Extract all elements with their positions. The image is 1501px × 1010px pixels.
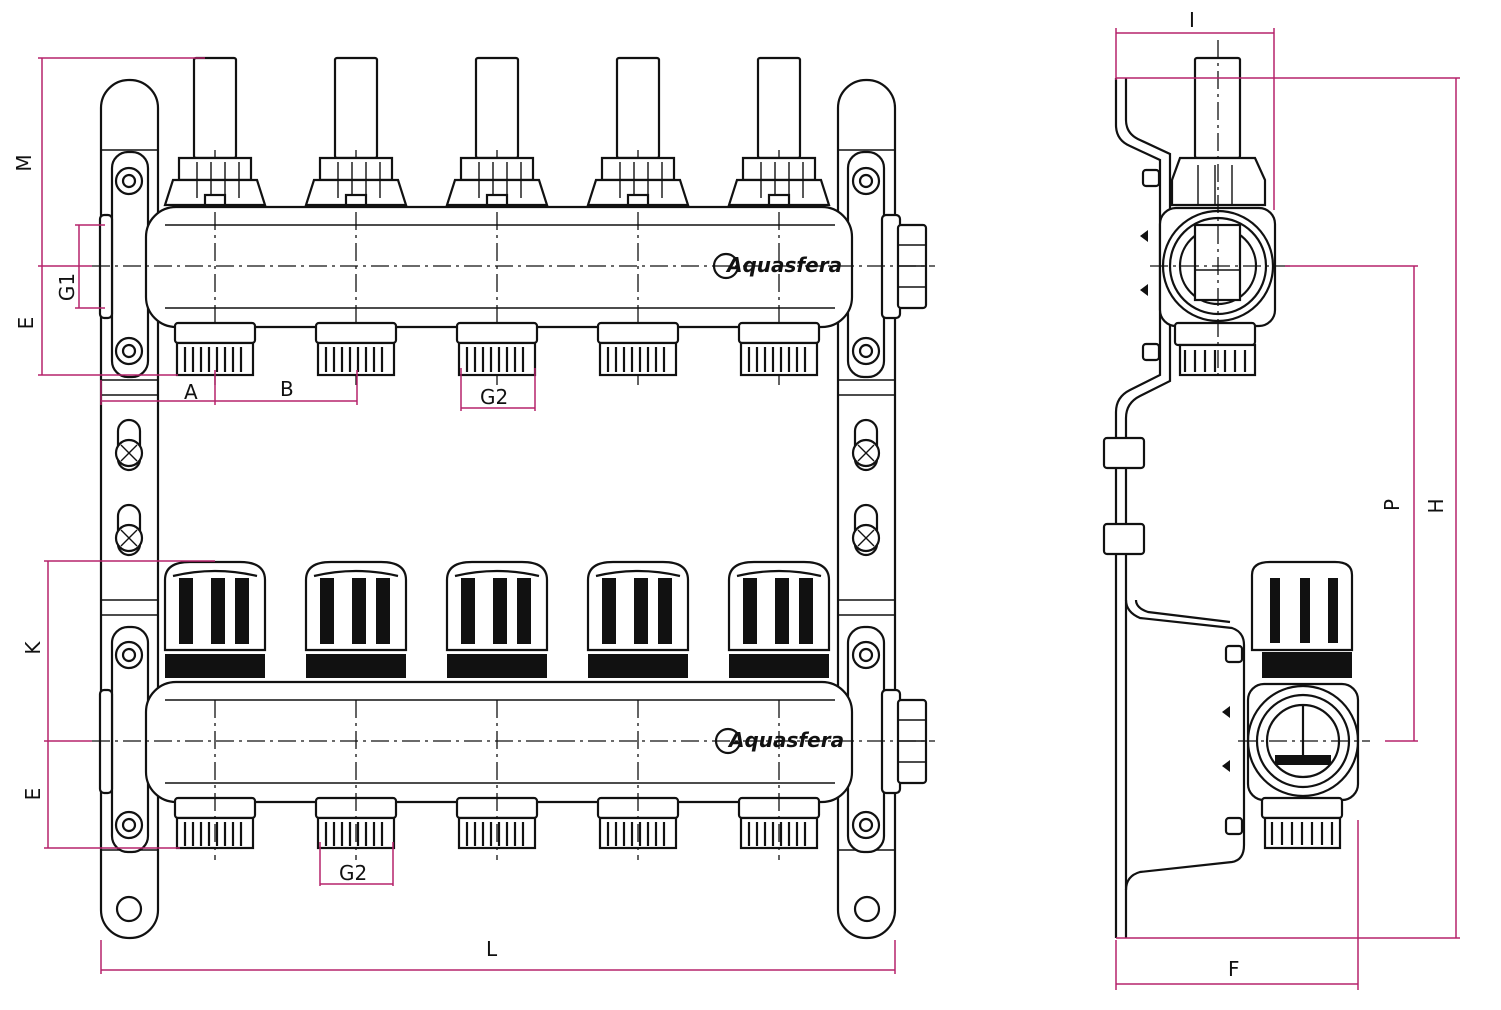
label-g1: G1	[55, 273, 79, 301]
top-connector-nut	[737, 321, 821, 345]
flow-meter-nut	[600, 156, 676, 182]
flow-meter-nut	[318, 156, 394, 182]
actuator-collar	[447, 654, 547, 678]
label-e-bottom: E	[21, 788, 45, 801]
svg-text:Aquasfera: Aquasfera	[725, 253, 842, 277]
top-connector-nut	[314, 321, 398, 345]
flow-meter-nut	[459, 156, 535, 182]
label-k: K	[21, 641, 45, 655]
outlet-1	[163, 56, 267, 860]
flow-meter-base	[163, 178, 267, 207]
outlet-groups	[163, 56, 831, 860]
actuator-collar	[306, 654, 406, 678]
svg-text:Aquasfera: Aquasfera	[727, 728, 844, 752]
top-connector-nut	[596, 321, 680, 345]
flow-meter-base	[727, 178, 831, 207]
flow-meter-stem	[474, 56, 520, 160]
dimension-labels-side: I P H F	[1189, 8, 1448, 981]
outlet-3	[445, 56, 549, 860]
flow-meter-tab	[626, 193, 650, 207]
label-m: M	[12, 154, 36, 171]
top-connector-nut	[455, 321, 539, 345]
bracket-screws	[114, 166, 881, 840]
flow-meter-tab	[767, 193, 791, 207]
flow-meter-stem	[756, 56, 802, 160]
flow-meter-tab	[203, 193, 227, 207]
label-g2-bottom: G2	[339, 861, 367, 885]
brand-logo-top: Aquasfera	[712, 252, 842, 280]
flow-meter-nut	[741, 156, 817, 182]
flow-meter-stem	[192, 56, 238, 160]
label-b: B	[280, 377, 294, 401]
flow-meter-base	[304, 178, 408, 207]
wall-anchor-slots	[114, 418, 881, 557]
flow-meter-nut	[177, 156, 253, 182]
label-h: H	[1424, 498, 1448, 513]
actuator-collar	[729, 654, 829, 678]
flow-meter-stem	[333, 56, 379, 160]
brand-logo-bottom: Aquasfera	[714, 727, 844, 755]
label-e-top: E	[14, 317, 38, 330]
label-l: L	[486, 937, 498, 961]
outlet-5	[727, 56, 831, 860]
outlet-4	[586, 56, 690, 860]
flow-meter-tab	[485, 193, 509, 207]
top-connector-nut	[173, 321, 257, 345]
flow-meter-tab	[344, 193, 368, 207]
dimension-lines-side	[1115, 28, 1460, 990]
label-a: A	[184, 380, 198, 404]
side-view-bottom-bar	[1246, 560, 1360, 850]
dimension-labels-front: M E G1 A B G2 K E G2 L	[12, 154, 508, 961]
label-p: P	[1380, 499, 1404, 511]
label-f: F	[1228, 957, 1240, 981]
dimension-lines-front	[38, 57, 896, 974]
label-i: I	[1189, 8, 1195, 32]
flow-meter-base	[445, 178, 549, 207]
flow-meter-stem	[615, 56, 661, 160]
actuator-collar	[165, 654, 265, 678]
outlet-2	[304, 56, 408, 860]
actuator-collar	[588, 654, 688, 678]
flow-meter-base	[586, 178, 690, 207]
top-manifold-bar	[144, 205, 928, 329]
label-g2-top: G2	[480, 385, 508, 409]
